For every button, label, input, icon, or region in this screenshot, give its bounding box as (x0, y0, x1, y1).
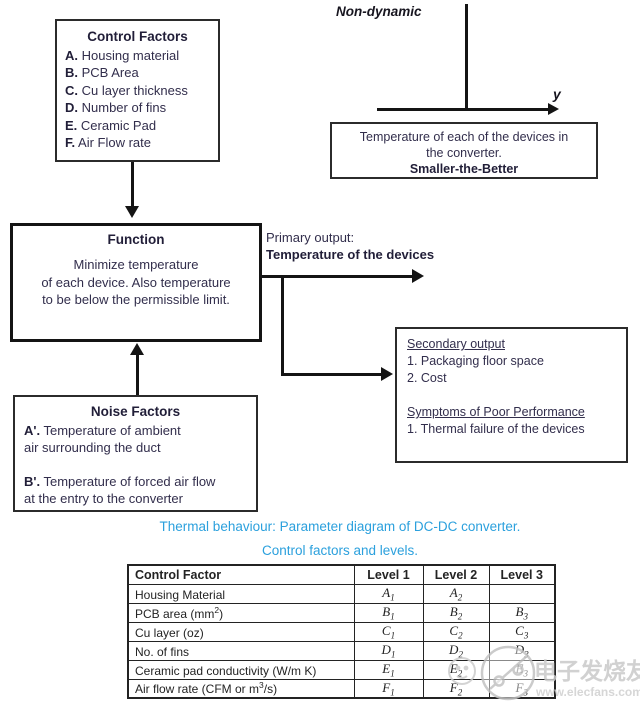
primary-output-label: Primary output: (266, 230, 355, 245)
item-prefix: E. (65, 117, 78, 133)
col-header-factor: Control Factor (127, 564, 355, 585)
primary-output-value: Temperature of the devices (266, 247, 435, 262)
table-header-row: Control Factor Level 1 Level 2 Level 3 (127, 564, 556, 585)
level-value: E2 (422, 659, 490, 680)
level-value: D2 (422, 640, 490, 661)
factor-label: PCB area (mm2) (127, 602, 355, 623)
secondary-output-item: 1. Packaging floor space (407, 354, 544, 368)
level-value: E1 (353, 659, 424, 680)
table-row: Housing Material A1 A2 (127, 583, 556, 604)
col-header-level2: Level 2 (422, 564, 490, 585)
level-value: A2 (422, 583, 490, 604)
noise-factor-item: A'. Temperature of ambient (24, 422, 181, 438)
figure-caption: Thermal behaviour: Parameter diagram of … (159, 519, 521, 534)
arrowhead-down-icon (125, 206, 139, 218)
control-factor-item: E. Ceramic Pad (65, 117, 157, 133)
factor-label: Air flow rate (CFM or m3/s) (127, 678, 355, 699)
control-factor-item: B. PCB Area (65, 65, 139, 80)
item-prefix: C. (65, 82, 78, 98)
control-factor-item: F. Air Flow rate (65, 135, 151, 150)
level-value: B2 (422, 602, 490, 623)
level-value: E3 (488, 659, 556, 680)
level-value: C2 (422, 621, 490, 642)
level-value: F1 (353, 678, 424, 699)
level-value: D1 (353, 640, 424, 661)
arrowhead-right-icon (412, 269, 424, 283)
item-prefix: B'. (24, 473, 41, 489)
function-box: Function Minimize temperature of each de… (10, 223, 262, 342)
secondary-output-heading: Secondary output (407, 337, 505, 351)
function-line: Minimize temperature (73, 257, 199, 272)
factor-label: Ceramic pad conductivity (W/m K) (127, 659, 355, 680)
response-box: Temperature of each of the devices in th… (330, 122, 598, 179)
table-row: PCB area (mm2) B1 B2 B3 (127, 602, 556, 623)
table-caption: Control factors and levels. (261, 543, 419, 558)
noise-factors-box: Noise Factors A'. Temperature of ambient… (13, 395, 258, 512)
y-axis-label: y (553, 86, 561, 102)
level-value: F2 (422, 678, 490, 699)
connector-line (136, 352, 139, 395)
connector-line (131, 162, 134, 208)
response-criterion: Smaller-the-Better (409, 162, 519, 176)
level-value-empty (488, 583, 556, 604)
item-prefix: F. (65, 135, 76, 150)
control-factors-title: Control Factors (87, 29, 188, 44)
control-factors-table: Control Factor Level 1 Level 2 Level 3 H… (127, 564, 556, 700)
non-dynamic-label: Non-dynamic (336, 4, 422, 19)
response-line: the converter. (426, 146, 502, 160)
level-value: F3 (488, 678, 556, 699)
noise-factor-item: B'. Temperature of forced air flow (24, 473, 216, 489)
factor-label: Cu layer (oz) (127, 621, 355, 642)
noise-factor-item-line2: at the entry to the converter (24, 491, 183, 506)
item-prefix: A. (65, 47, 78, 63)
symptoms-heading: Symptoms of Poor Performance (407, 405, 585, 419)
col-header-level3: Level 3 (488, 564, 556, 585)
control-factor-item: A. Housing material (65, 47, 180, 63)
table-row: Cu layer (oz) C1 C2 C3 (127, 621, 556, 642)
function-line: of each device. Also temperature (41, 274, 231, 290)
level-value: B1 (353, 602, 424, 623)
item-prefix: A'. (24, 422, 41, 438)
table-row: Ceramic pad conductivity (W/m K) E1 E2 E… (127, 659, 556, 680)
noise-factors-title: Noise Factors (90, 404, 181, 419)
secondary-connector-vline (281, 275, 284, 376)
level-value: D3 (488, 640, 556, 661)
table-row: Air flow rate (CFM or m3/s) F1 F2 F3 (127, 678, 556, 699)
axis-horizontal-line (377, 108, 549, 111)
control-factor-item: C. Cu layer thickness (65, 82, 188, 98)
primary-output-arrow-line (262, 275, 414, 278)
secondary-output-box: Secondary output 1. Packaging floor spac… (395, 327, 628, 463)
level-value: B3 (488, 602, 556, 623)
function-title: Function (107, 232, 165, 247)
table-row: No. of fins D1 D2 D3 (127, 640, 556, 661)
level-value: A1 (353, 583, 424, 604)
factor-label: Housing Material (127, 583, 355, 604)
item-prefix: D. (65, 100, 78, 115)
response-line: Temperature of each of the devices in (359, 130, 569, 144)
arrowhead-right-icon (548, 103, 559, 115)
control-factor-item: D. Number of fins (65, 100, 167, 115)
level-value: C3 (488, 621, 556, 642)
control-factors-box: Control Factors A. Housing material B. P… (55, 19, 220, 162)
secondary-output-item: 2. Cost (407, 371, 447, 385)
function-line: to be below the permissible limit. (42, 292, 230, 307)
axis-vertical-line (465, 4, 468, 110)
arrowhead-up-icon (130, 343, 144, 355)
level-value: C1 (353, 621, 424, 642)
item-prefix: B. (65, 65, 78, 80)
arrowhead-right-icon (381, 367, 393, 381)
col-header-level1: Level 1 (353, 564, 424, 585)
factor-label: No. of fins (127, 640, 355, 661)
noise-factor-item-line2: air surrounding the duct (24, 440, 161, 455)
secondary-connector-hline (281, 373, 383, 376)
symptoms-item: 1. Thermal failure of the devices (407, 422, 585, 436)
